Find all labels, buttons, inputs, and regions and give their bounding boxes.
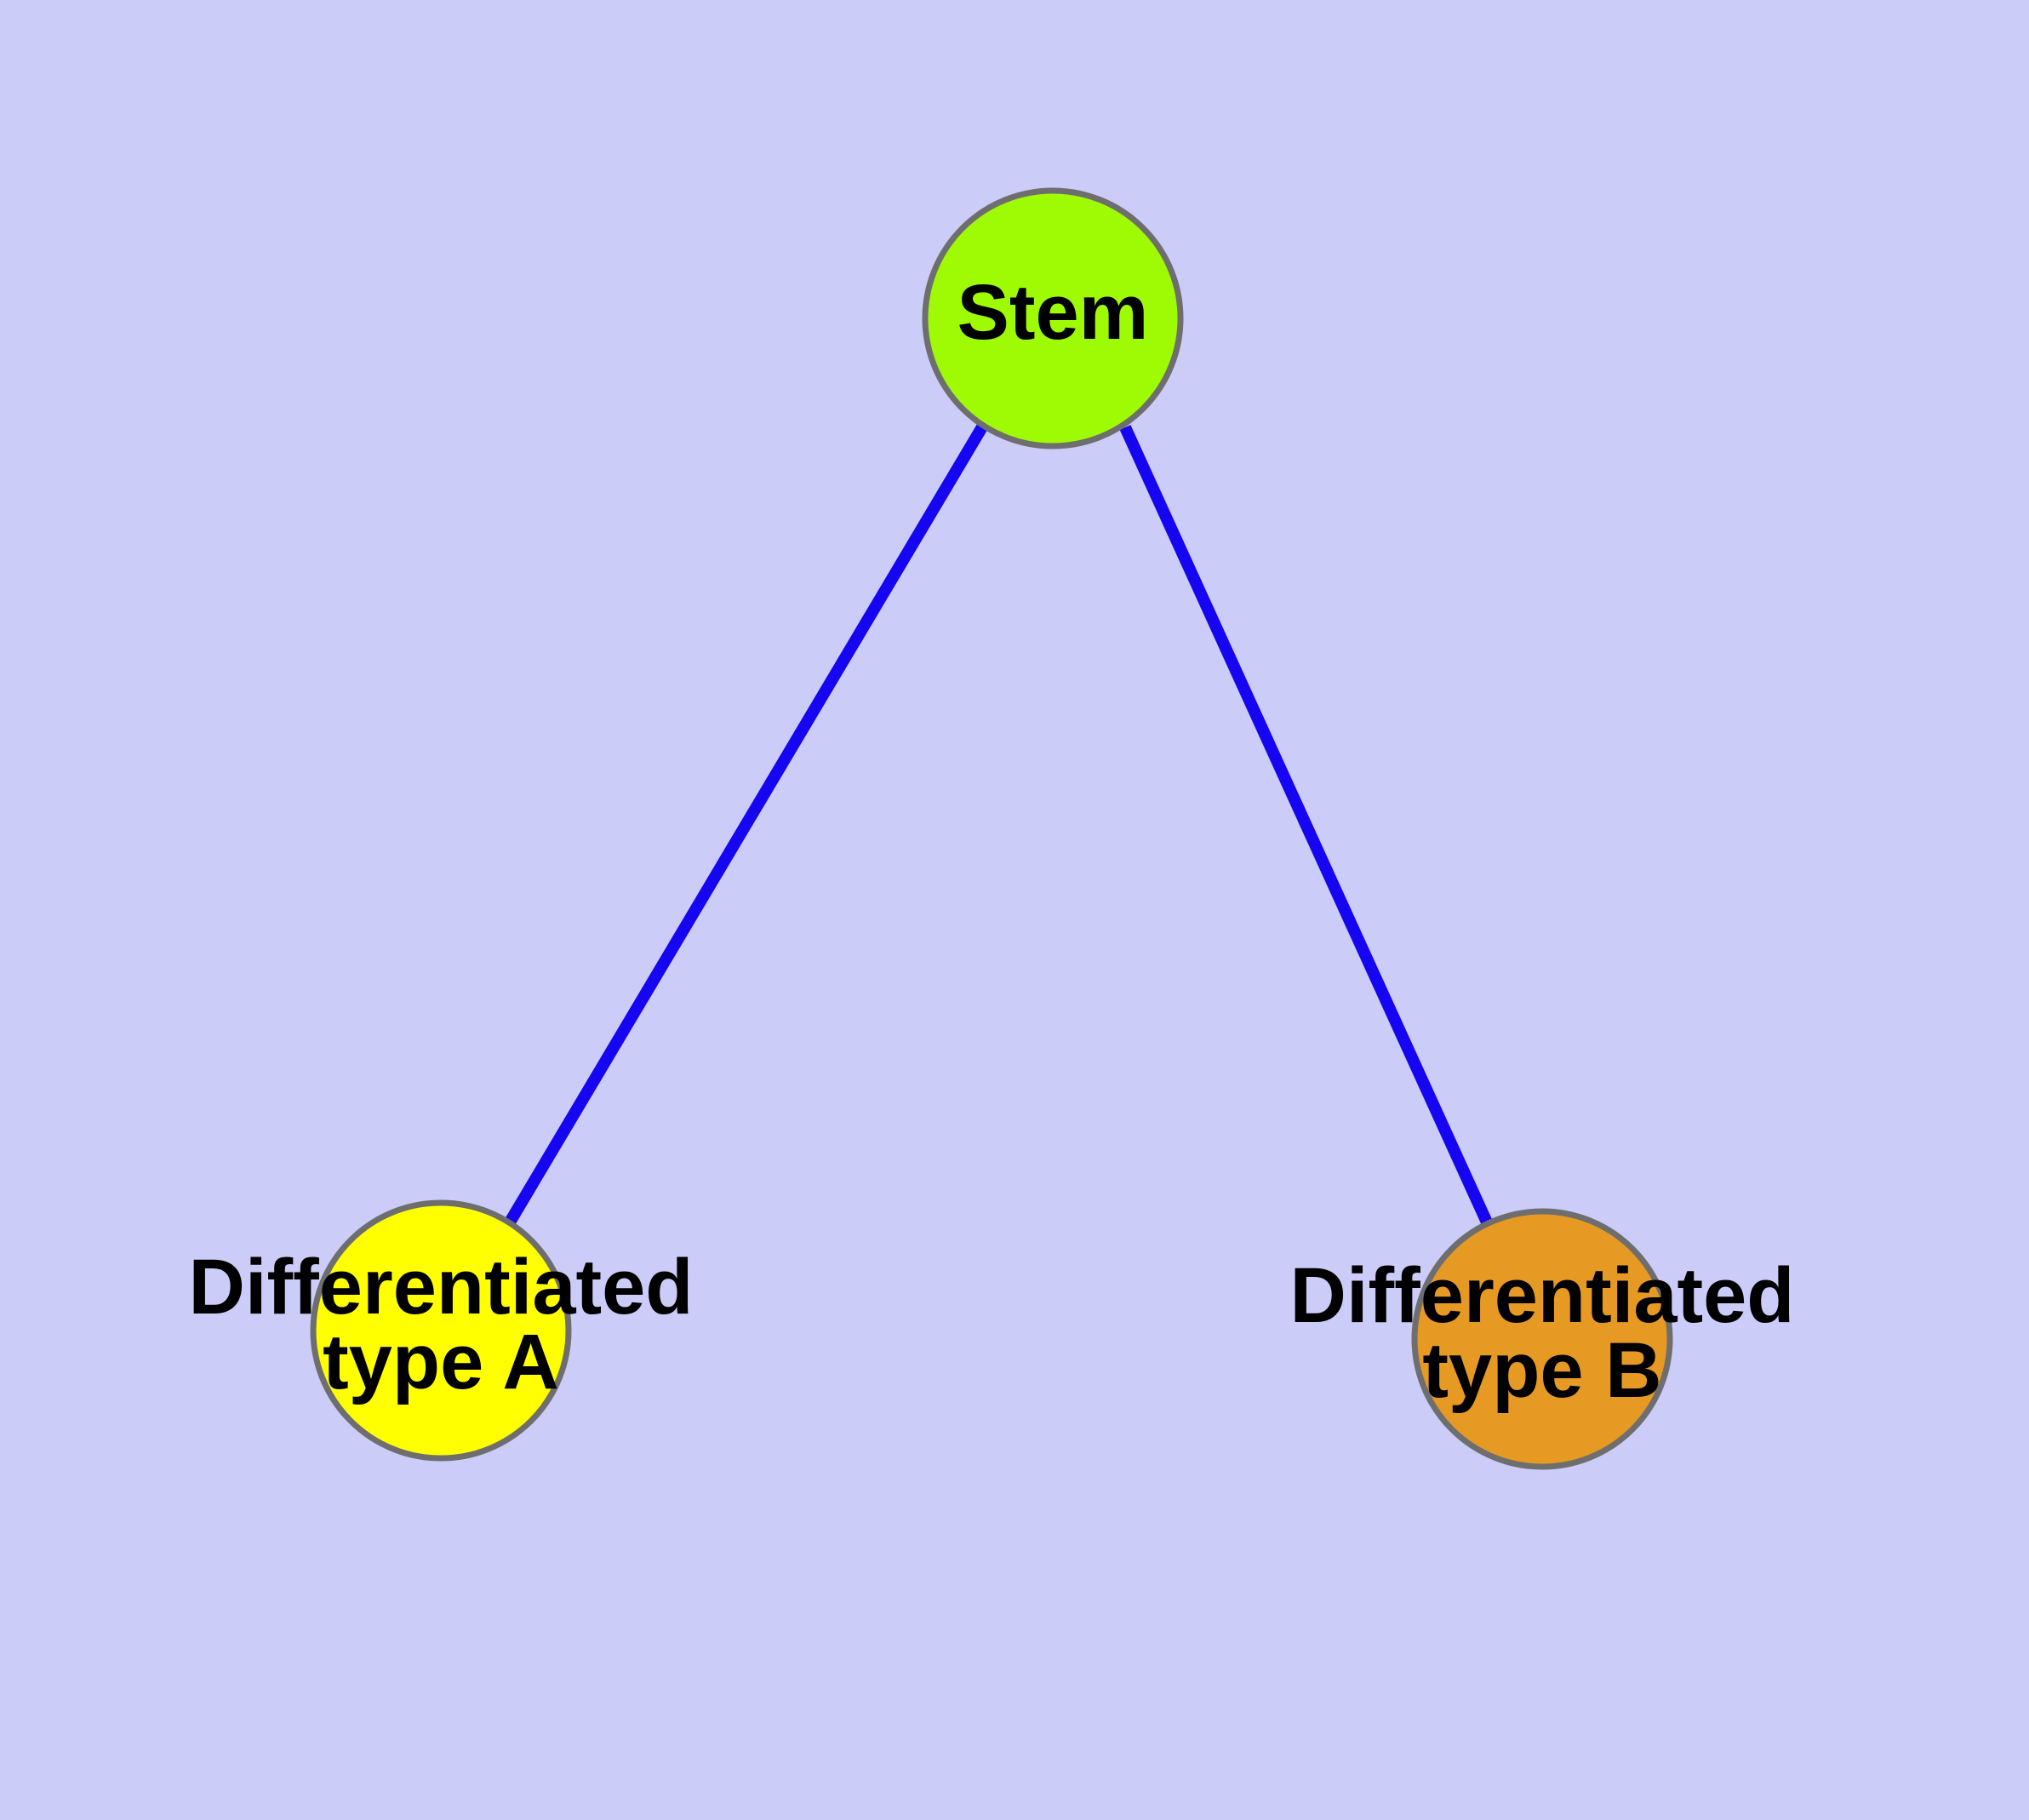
- node-circle-diff-b[interactable]: [1411, 1208, 1673, 1470]
- edge-stem-to-diff-b[interactable]: [1119, 425, 1494, 1227]
- node-circle-stem[interactable]: [922, 187, 1184, 449]
- edge-layer: [505, 422, 1494, 1227]
- node-stem[interactable]: Stem: [922, 187, 1184, 449]
- node-label-stem: Stem: [957, 269, 1149, 356]
- node-circle-diff-a[interactable]: [310, 1199, 572, 1462]
- edge-stem-to-diff-a[interactable]: [505, 422, 989, 1224]
